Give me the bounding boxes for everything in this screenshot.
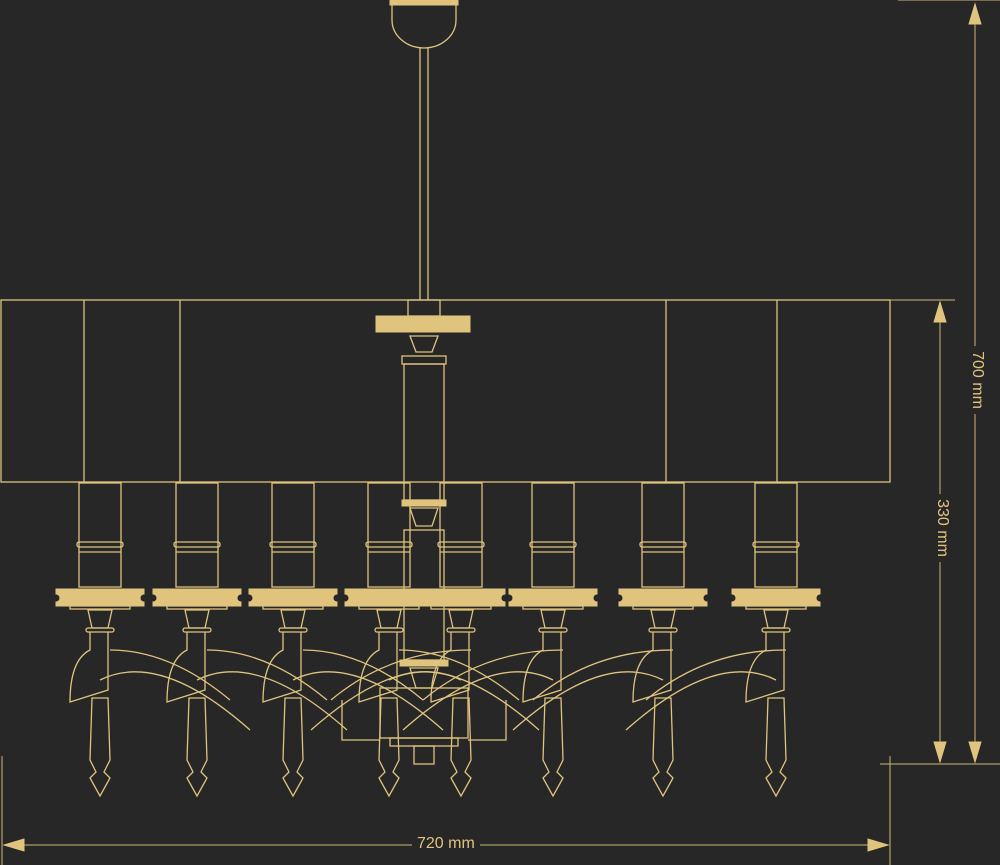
dimension-total-height: 700 mm (967, 346, 986, 414)
candle-arm (625, 482, 821, 798)
candle-arm (512, 482, 708, 798)
dimension-shade-height: 330 mm (932, 494, 951, 562)
dimension-width: 720 mm (412, 835, 480, 853)
candle-arm (402, 482, 598, 798)
ceiling-canopy (389, 0, 459, 300)
candle-arm (55, 482, 251, 798)
candle-arms (55, 482, 821, 798)
candle-arm (344, 482, 540, 798)
center-column (341, 299, 507, 765)
candle-arm (310, 482, 506, 798)
candle-arm (152, 482, 348, 798)
candle-arm (248, 482, 444, 798)
lamp-shade (0, 299, 891, 483)
